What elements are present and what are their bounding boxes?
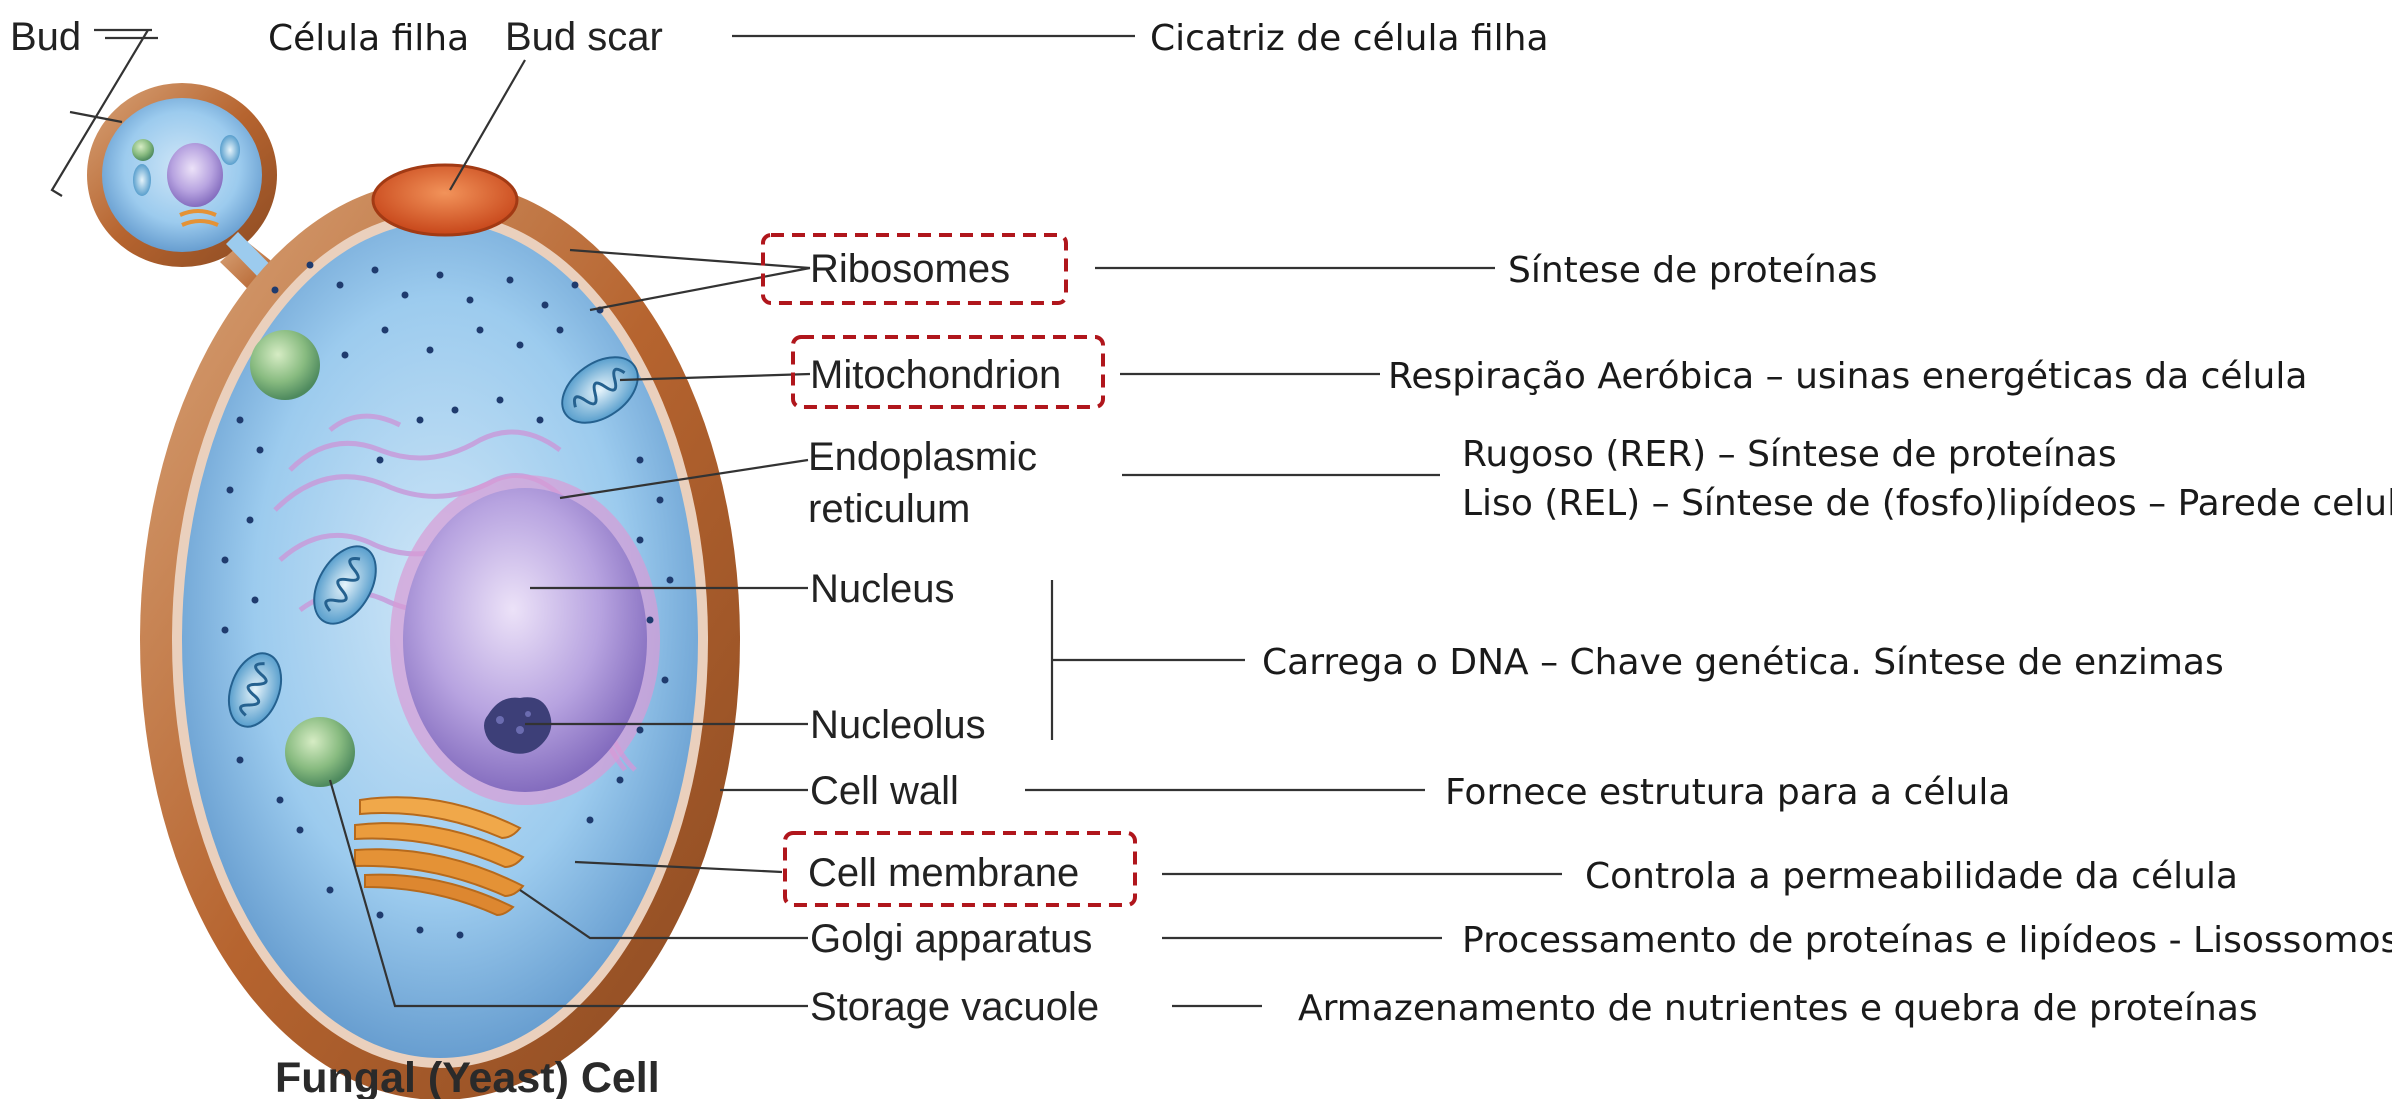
storage-vacuole-label: Storage vacuole: [810, 985, 1099, 1029]
ribosomes-highlight-box: [761, 233, 1068, 305]
ribosomes-label: Ribosomes: [810, 247, 1010, 291]
er-label-line2: reticulum: [808, 487, 970, 531]
nucleus-label: Nucleus: [810, 567, 955, 611]
golgi-function: Processamento de proteínas e lipídeos - …: [1462, 920, 2392, 961]
cell-wall-label: Cell wall: [810, 769, 959, 813]
ribosomes-function: Síntese de proteínas: [1508, 250, 1878, 291]
bud-label: Bud: [10, 15, 81, 59]
mitochondrion-label: Mitochondrion: [810, 353, 1061, 397]
mitochondrion-function: Respiração Aeróbica – usinas energéticas…: [1388, 356, 2307, 397]
storage-vacuole-function: Armazenamento de nutrientes e quebra de …: [1298, 988, 2258, 1029]
nucleolus-shape: [484, 697, 552, 754]
cell-wall-function: Fornece estrutura para a célula: [1445, 772, 2010, 813]
mitochondria-shapes: [227, 356, 639, 728]
golgi-shape: [354, 796, 525, 917]
er-function-line2: Liso (REL) – Síntese de (fosfo)lipídeos …: [1462, 483, 2392, 524]
bud-scar-label: Bud scar: [505, 15, 663, 59]
nucleus-group-function: Carrega o DNA – Chave genética. Síntese …: [1262, 642, 2224, 683]
bud-scar-translation: Cicatriz de célula filha: [1150, 18, 1549, 59]
vacuole-upper: [250, 330, 320, 400]
cell-membrane-label: Cell membrane: [808, 851, 1079, 895]
cell-membrane-highlight-box: [783, 831, 1137, 907]
mitochondrion-highlight-box: [791, 335, 1105, 409]
storage-vacuole-shape: [285, 717, 355, 787]
golgi-label: Golgi apparatus: [810, 917, 1092, 961]
er-label-line1: Endoplasmic: [808, 435, 1037, 479]
labels: Bud Célula filha Bud scar Cicatriz de cé…: [10, 15, 2392, 1099]
er-function-line1: Rugoso (RER) – Síntese de proteínas: [1462, 434, 2117, 475]
leader-lines: [50, 28, 1562, 1008]
main-cell: [140, 163, 740, 1099]
diagram-title: Fungal (Yeast) Cell: [275, 1054, 660, 1099]
bud-scar-shape: [371, 163, 519, 237]
cell-membrane-function: Controla a permeabilidade da célula: [1585, 856, 2238, 897]
cell-illustration: [87, 83, 740, 1099]
ribosome-dots: [221, 261, 674, 939]
nucleolus-label: Nucleolus: [810, 703, 986, 747]
bud-translation: Célula filha: [268, 18, 469, 59]
